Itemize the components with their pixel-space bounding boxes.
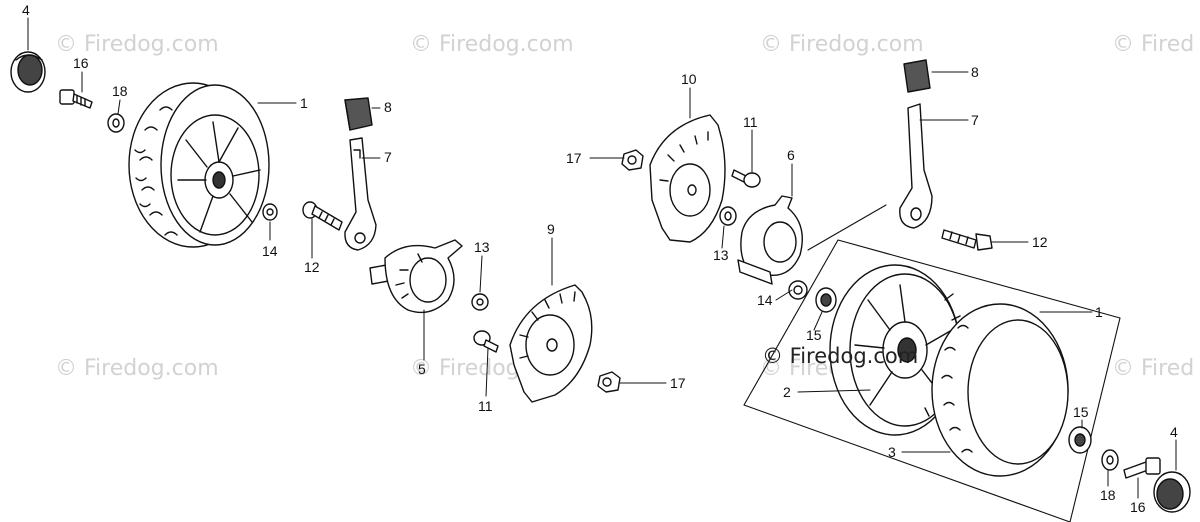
part-nut-17-lower xyxy=(597,371,621,393)
callout-label: 4 xyxy=(22,2,30,18)
callout-label: 13 xyxy=(713,247,729,263)
part-gear-right xyxy=(737,195,803,285)
watermark: © Fired xyxy=(1112,32,1195,57)
part-gear-left xyxy=(369,239,463,314)
callout-label: 10 xyxy=(681,71,697,87)
callout-label: 8 xyxy=(384,99,392,115)
part-bolt-16-right xyxy=(1123,457,1161,479)
callout-label: 18 xyxy=(1100,487,1116,503)
exploded-group-frame xyxy=(743,239,1121,522)
callout-label: 17 xyxy=(566,150,582,166)
callout-label: 14 xyxy=(262,243,278,259)
center-watermark: © Firedog.com xyxy=(762,344,919,368)
part-washer-13-left xyxy=(471,293,489,311)
part-bearing-15-right xyxy=(1068,426,1092,454)
callout-label: 15 xyxy=(1073,404,1089,420)
callout-label: 6 xyxy=(787,147,795,163)
part-plate-9 xyxy=(509,284,593,403)
callout-label: 5 xyxy=(418,361,426,377)
part-washer-14-right xyxy=(788,280,808,300)
callout-label: 13 xyxy=(474,239,490,255)
part-lever-left xyxy=(344,137,377,251)
part-washer-13-right xyxy=(719,206,737,226)
part-bearing-15-left xyxy=(815,287,837,313)
callout-label: 7 xyxy=(384,149,392,165)
watermark: © Firedog.com xyxy=(760,32,924,57)
part-lever-right xyxy=(899,103,933,229)
leader-lines xyxy=(27,17,1177,499)
part-washer-left xyxy=(107,113,125,133)
callout-label: 7 xyxy=(971,112,979,128)
callout-label: 14 xyxy=(757,292,773,308)
part-bolt-left xyxy=(59,89,93,109)
callout-label: 11 xyxy=(478,398,493,414)
callout-labels: 4 16 18 1 8 7 14 12 5 13 11 9 17 10 17 1… xyxy=(22,2,1178,515)
callout-label: 3 xyxy=(888,444,896,460)
part-bolt-12-left xyxy=(302,201,343,231)
callout-label: 2 xyxy=(783,384,791,400)
callout-label: 17 xyxy=(670,375,686,391)
watermark: © Firedog.com xyxy=(410,32,574,57)
part-washer-14-left xyxy=(262,203,278,221)
callout-label: 1 xyxy=(1095,304,1103,320)
callout-label: 12 xyxy=(304,259,320,275)
watermark: © Firedog.com xyxy=(55,32,219,57)
part-washer-18-right xyxy=(1101,449,1119,471)
part-wheel-left xyxy=(128,82,270,248)
part-pad-left xyxy=(344,97,373,131)
part-pad-right xyxy=(903,59,931,93)
callout-label: 11 xyxy=(743,114,758,130)
part-screw-11-left xyxy=(473,330,499,353)
part-nut-17-upper xyxy=(621,149,644,171)
part-cap-left xyxy=(10,51,46,93)
watermark: © Firedog.com xyxy=(55,356,219,381)
part-cap-right xyxy=(1153,471,1191,513)
callout-label: 1 xyxy=(300,95,308,111)
callout-label: 16 xyxy=(73,55,89,71)
callout-label: 12 xyxy=(1032,234,1048,250)
callout-label: 4 xyxy=(1170,424,1178,440)
callout-label: 8 xyxy=(971,64,979,80)
watermark: © Fired xyxy=(1112,356,1195,381)
part-screw-11-upper xyxy=(731,169,761,188)
callout-label: 15 xyxy=(806,327,822,343)
callout-label: 18 xyxy=(112,83,128,99)
part-bolt-12-right xyxy=(941,229,993,251)
callout-label: 9 xyxy=(547,221,555,237)
part-tire-right xyxy=(931,303,1069,477)
part-plate-10 xyxy=(649,114,726,243)
callout-label: 16 xyxy=(1130,499,1146,515)
